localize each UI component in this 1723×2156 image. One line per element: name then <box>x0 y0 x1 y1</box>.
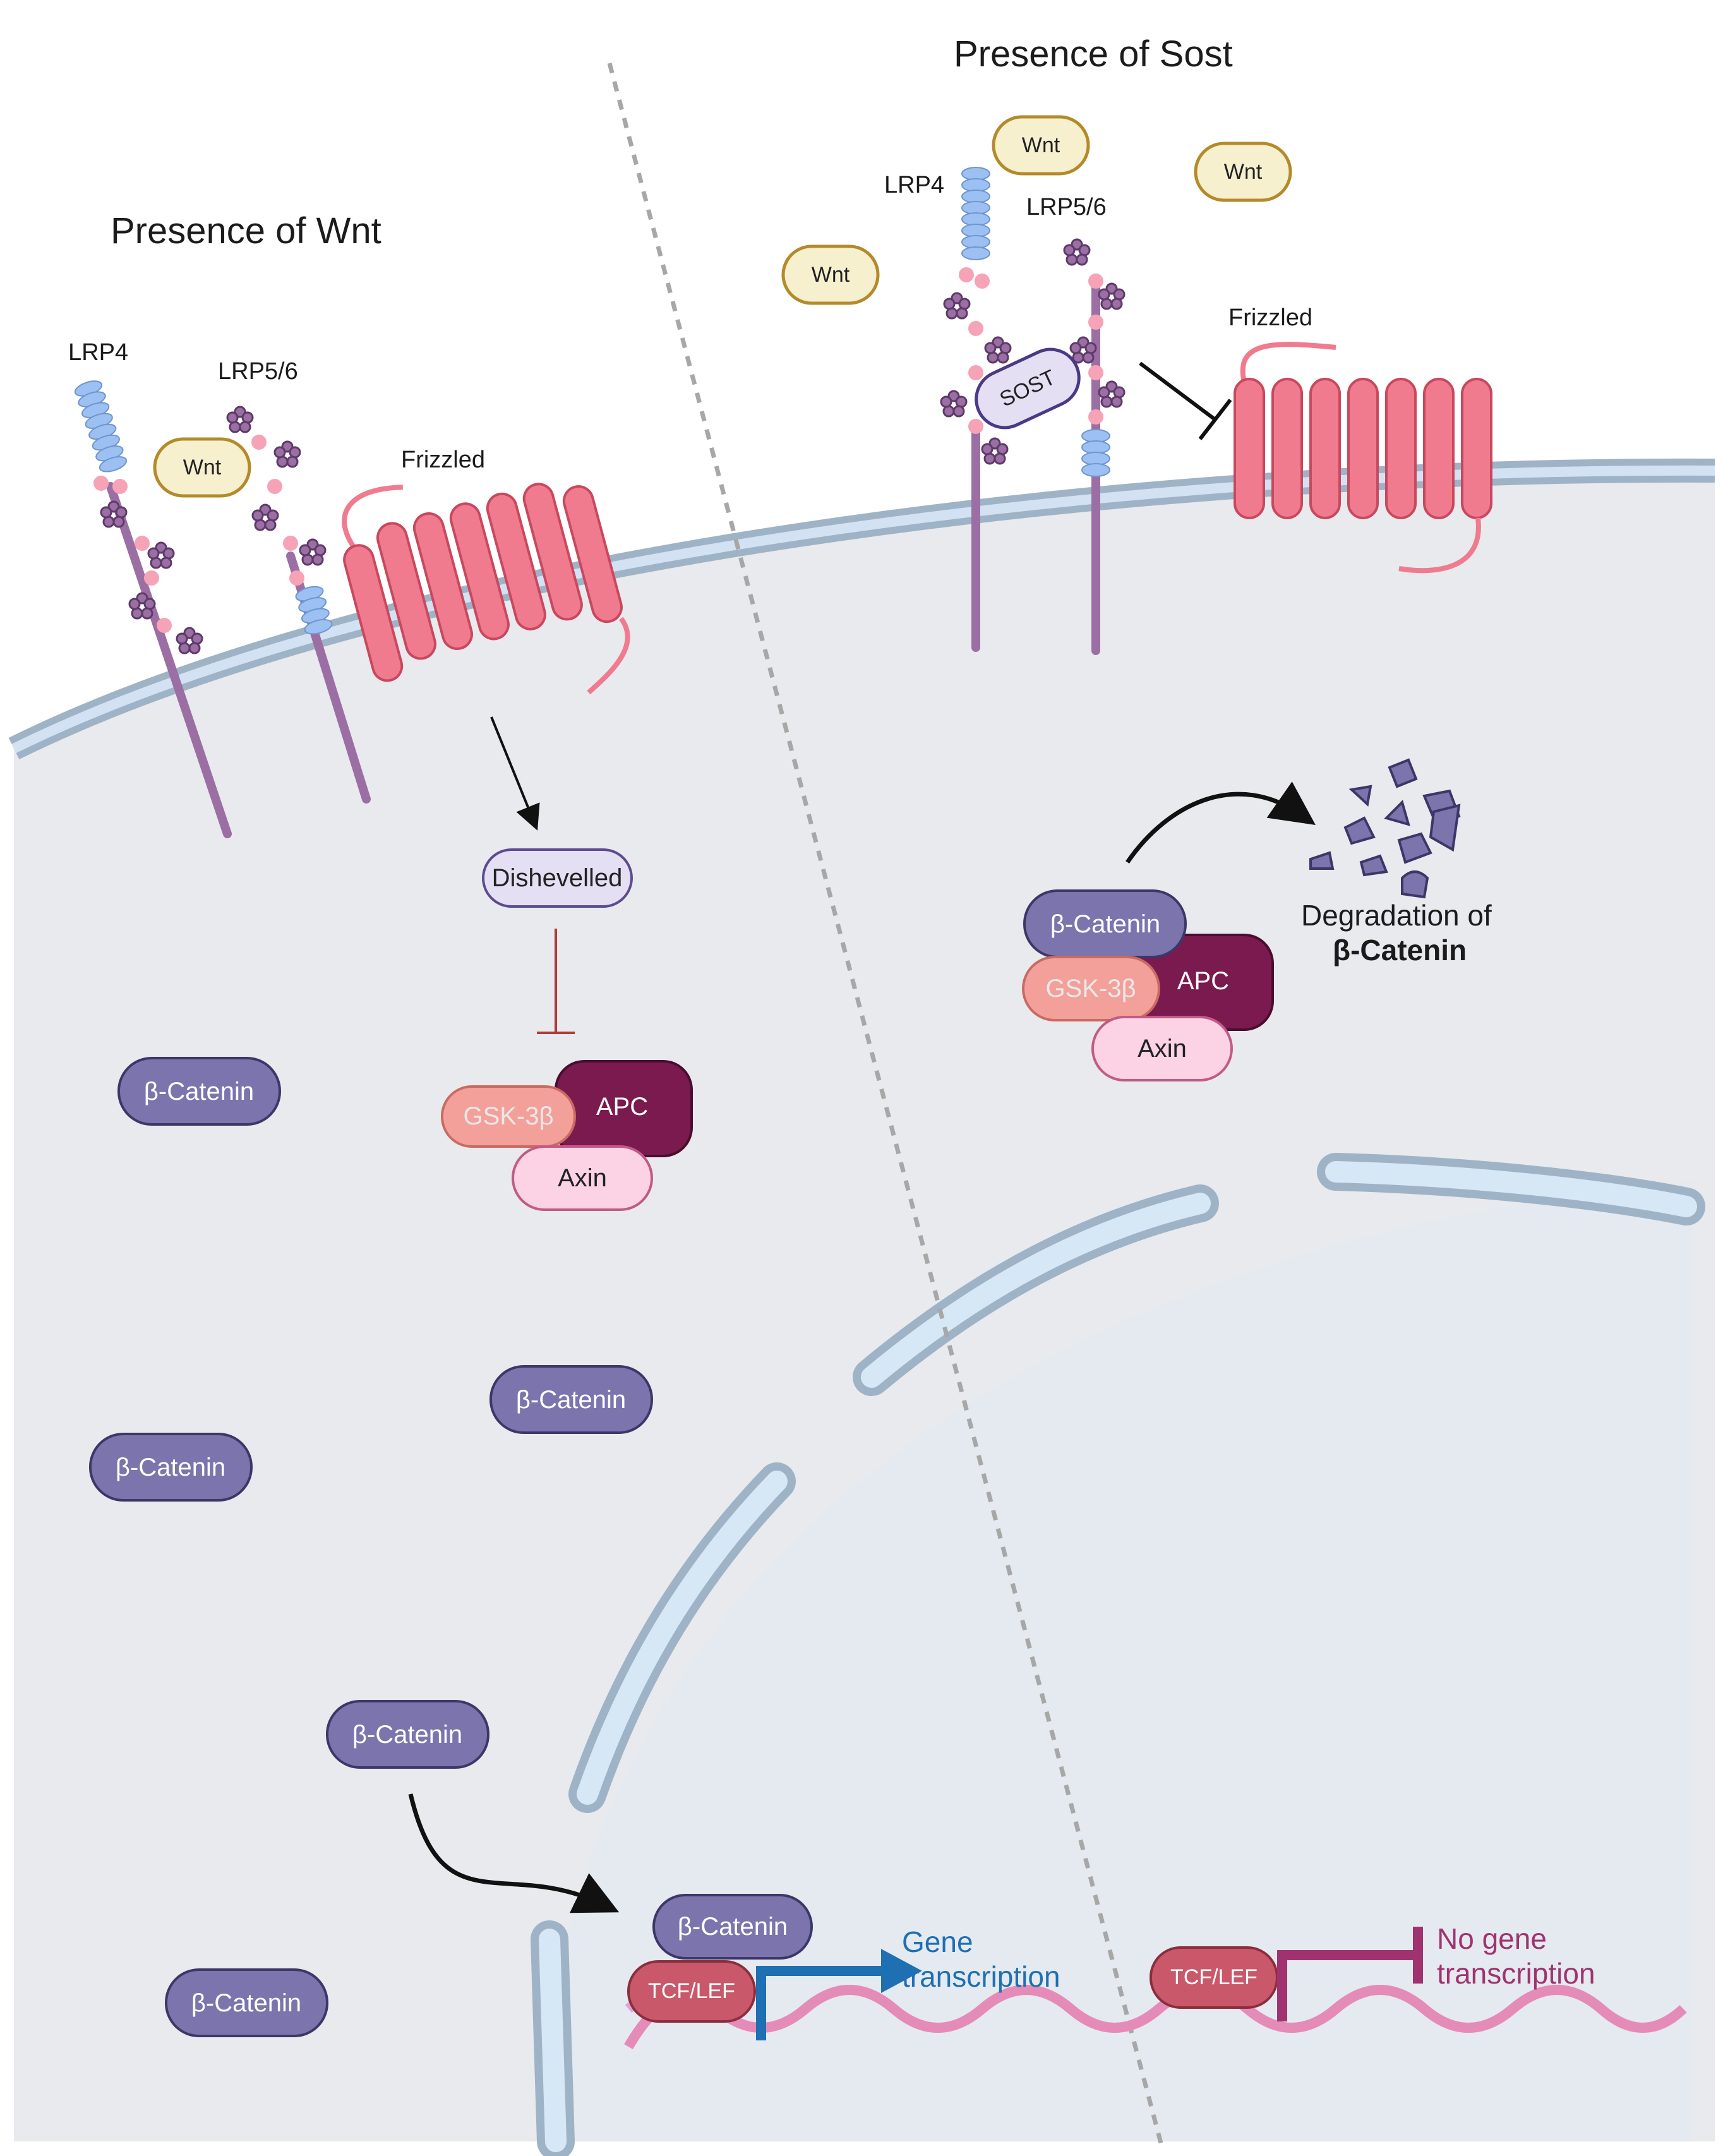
svg-text:Wnt: Wnt <box>183 455 222 479</box>
destruction-complex-right: APC β-Catenin GSK-3β Axin <box>1022 889 1274 1081</box>
destruction-complex-left: APC GSK-3β Axin <box>441 1060 693 1211</box>
svg-text:β-Catenin: β-Catenin <box>352 1721 462 1749</box>
wnt-ligand-left: Wnt <box>153 437 251 498</box>
nuclear-envelope <box>531 1153 1705 2156</box>
svg-text:TCF/LEF: TCF/LEF <box>648 1979 735 2003</box>
no-gene-transcription-line2: transcription <box>1437 1957 1595 1990</box>
tcf-lef-right: TCF/LEF <box>1150 1946 1278 2009</box>
svg-text:Wnt: Wnt <box>1224 160 1263 184</box>
lrp56-receptor-left <box>226 406 371 804</box>
beta-catenin-3: β-Catenin <box>89 1433 253 1502</box>
svg-text:β-Catenin: β-Catenin <box>516 1386 626 1414</box>
frizzled-label-right: Frizzled <box>1228 304 1312 331</box>
svg-text:Dishevelled: Dishevelled <box>492 864 623 892</box>
svg-text:β-Catenin: β-Catenin <box>1050 910 1160 938</box>
beta-catenin-4: β-Catenin <box>326 1700 489 1769</box>
dishevelled: Dishevelled <box>482 848 633 908</box>
svg-text:GSK-3β: GSK-3β <box>1045 975 1136 1003</box>
wnt-ligand-right-3: Wnt <box>781 244 880 305</box>
lrp56-label-left: LRP5/6 <box>218 358 298 385</box>
svg-text:TCF/LEF: TCF/LEF <box>1170 1965 1258 1989</box>
svg-text:GSK-3β: GSK-3β <box>463 1102 553 1130</box>
lrp56-label-right: LRP5/6 <box>1026 194 1107 220</box>
dishevelled-inhibits-complex <box>537 929 575 1034</box>
svg-text:APC: APC <box>596 1093 648 1121</box>
nucleus <box>543 1181 1693 2141</box>
svg-text:APC: APC <box>1177 967 1229 995</box>
sost-protein: SOST <box>975 347 1081 430</box>
lrp56-receptor-right <box>1063 238 1126 655</box>
no-gene-transcription-line1: No gene <box>1437 1922 1547 1955</box>
wnt-ligand-right-1: Wnt <box>992 115 1090 176</box>
tcf-lef-left: TCF/LEF <box>627 1960 756 2023</box>
beta-catenin-fragments <box>1309 758 1461 899</box>
dna-helix <box>624 1985 1687 2050</box>
arrow-to-degradation <box>1126 781 1316 864</box>
lrp4-label-right: LRP4 <box>884 172 944 198</box>
beta-catenin-2: β-Catenin <box>489 1365 653 1434</box>
lrp4-label-left: LRP4 <box>68 339 128 366</box>
frizzled-receptor-left <box>340 479 630 695</box>
gene-transcription-line2: transcription <box>902 1960 1060 1993</box>
svg-text:β-Catenin: β-Catenin <box>116 1454 225 1481</box>
beta-catenin-1: β-Catenin <box>117 1057 281 1126</box>
beta-catenin-5: β-Catenin <box>165 1968 328 2037</box>
degradation-label-line1: Degradation of <box>1301 899 1492 932</box>
left-title: Presence of Wnt <box>111 210 381 251</box>
svg-text:Wnt: Wnt <box>812 263 850 287</box>
wnt-ligand-right-2: Wnt <box>1194 142 1292 202</box>
svg-text:β-Catenin: β-Catenin <box>144 1078 254 1105</box>
beta-catenin-nuclear: β-Catenin <box>652 1894 813 1960</box>
svg-text:Axin: Axin <box>1138 1035 1187 1063</box>
arrow-frizzled-to-dishevelled <box>490 716 540 831</box>
arrow-catenin-to-nucleus <box>408 1793 620 1913</box>
lrp4-receptor-right <box>940 167 1012 652</box>
frizzled-label-left: Frizzled <box>401 447 485 473</box>
no-gene-transcription-marker <box>1277 1927 1423 2021</box>
svg-text:β-Catenin: β-Catenin <box>191 1989 301 2017</box>
sost-inhibits-frizzled <box>1139 361 1232 440</box>
right-title: Presence of Sost <box>954 33 1233 75</box>
svg-text:β-Catenin: β-Catenin <box>678 1913 788 1941</box>
gene-transcription-arrow <box>756 1949 922 2040</box>
svg-text:Wnt: Wnt <box>1022 133 1060 157</box>
lrp4-receptor-left <box>72 377 232 838</box>
svg-text:Axin: Axin <box>558 1164 607 1192</box>
gene-transcription-line1: Gene <box>902 1925 973 1958</box>
degradation-label-line2: β-Catenin <box>1333 934 1467 967</box>
frizzled-receptor-right <box>1234 342 1492 574</box>
